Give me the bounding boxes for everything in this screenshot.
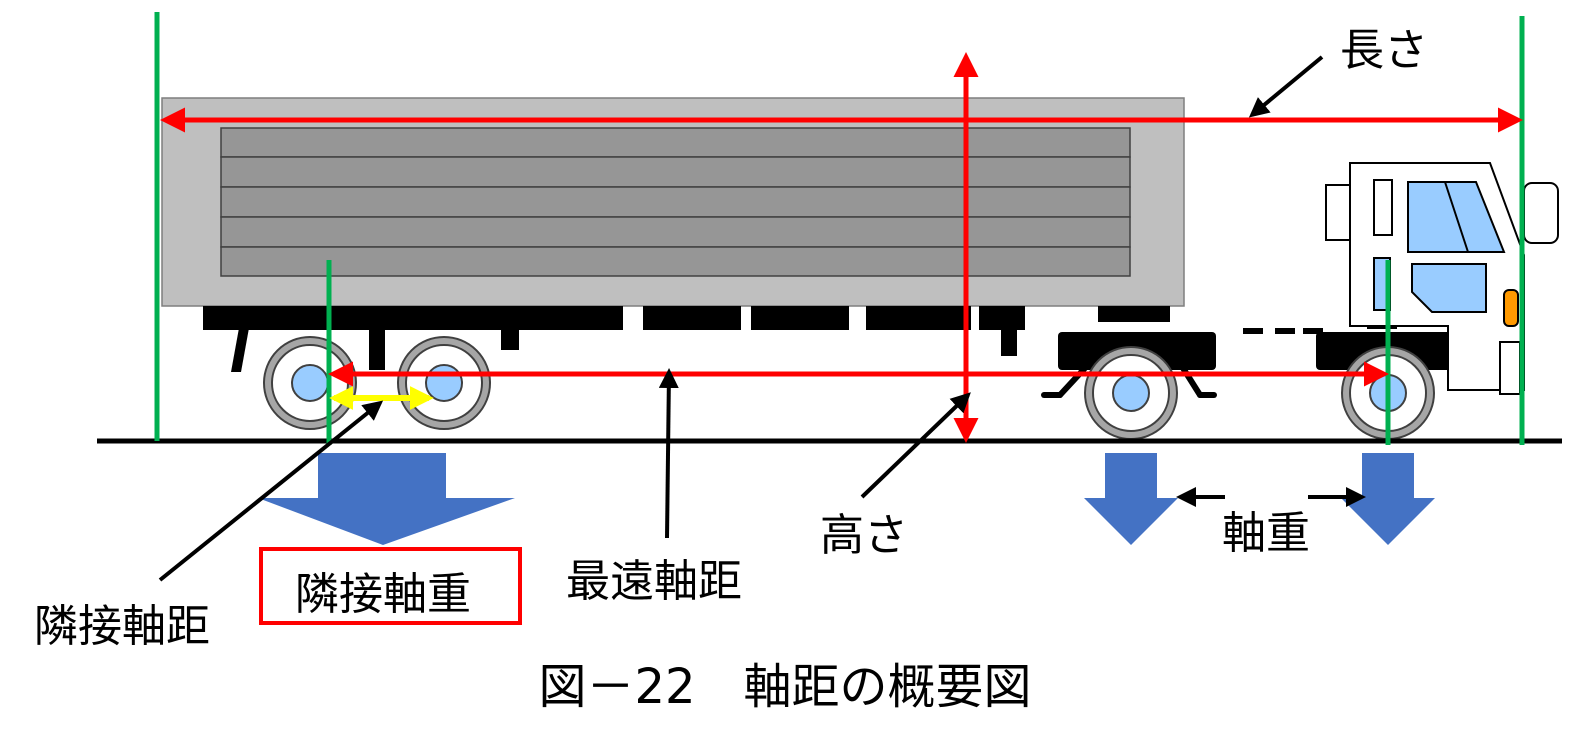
height-leader	[860, 392, 971, 499]
side-window	[1411, 263, 1487, 313]
axle-load-arrow-rear	[1084, 453, 1178, 545]
wheel-trailer-2	[397, 336, 491, 430]
front-bumper	[1499, 341, 1521, 395]
trailer-underframe	[203, 306, 1025, 372]
length-leader	[1248, 55, 1324, 118]
trailer	[161, 97, 1185, 372]
adjacent-axle-load-box	[259, 547, 522, 625]
cab	[1325, 162, 1559, 395]
adjacent-axle-leader	[158, 400, 384, 582]
adjacent-axle-distance-label: 隣接軸距	[34, 601, 210, 652]
wheel-trailer-1	[263, 336, 357, 430]
cargo-panel	[220, 127, 1131, 277]
indicator-light	[1503, 289, 1519, 327]
height-label: 高さ	[820, 510, 908, 561]
length-label: 長さ	[1340, 25, 1428, 76]
axle-markers	[154, 12, 1525, 445]
farthest-axle-leader	[658, 368, 679, 539]
adjacent-axle-load-label: 隣接軸重	[295, 569, 471, 620]
farthest-axle-distance-label: 最遠軸距	[566, 556, 742, 607]
fifth-wheel	[1098, 306, 1170, 322]
adjacent-axle-load-arrow	[258, 453, 515, 545]
axle-load-label: 軸重	[1222, 508, 1310, 559]
wheel-tractor-rear	[1084, 346, 1178, 440]
axle-load-arrow-front	[1341, 453, 1435, 545]
figure-caption: 図－22 軸距の概要図	[538, 659, 1031, 715]
truck-tractor	[1041, 162, 1559, 398]
side-mirror	[1523, 182, 1559, 244]
